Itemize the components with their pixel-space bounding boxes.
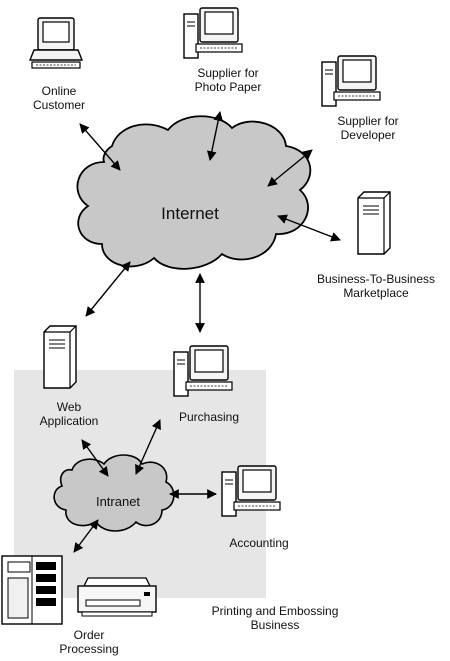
b2b-marketplace-label-line2: Marketplace xyxy=(343,286,409,300)
web-application-label-line2: Application xyxy=(39,414,99,428)
photo-paper-supplier-label-line1: Supplier for xyxy=(197,66,259,80)
b2b-marketplace-label-line1: Business-To-Business xyxy=(316,272,436,286)
online-customer-label-line2: Customer xyxy=(32,98,85,112)
business-zone-label: Printing and Embossing Business xyxy=(200,604,350,632)
accounting-label: Accounting xyxy=(229,536,289,550)
purchasing-computer-icon xyxy=(173,345,233,397)
link-web-app-internet xyxy=(85,261,131,317)
link-purchasing-intranet xyxy=(135,419,161,475)
business-zone-label-line2: Business xyxy=(250,618,300,632)
photo-paper-supplier-label-line2: Photo Paper xyxy=(194,80,262,94)
web-application-label: Web Application xyxy=(24,400,114,428)
developer-supplier-label-line1: Supplier for xyxy=(337,114,399,128)
developer-supplier-label-line2: Developer xyxy=(340,128,396,142)
online-customer-computer-icon xyxy=(29,17,83,69)
purchasing-label: Purchasing xyxy=(178,410,240,424)
order-processing-label: Order Processing xyxy=(44,628,134,656)
link-intranet-order-processing xyxy=(73,519,99,553)
online-customer-label: Online Customer xyxy=(22,84,96,112)
b2b-marketplace-label: Business-To-Business Marketplace xyxy=(306,272,446,300)
link-web-app-intranet xyxy=(81,439,109,477)
order-processing-label-line1: Order xyxy=(73,628,105,642)
web-application-server-icon xyxy=(43,325,77,389)
link-photo-paper-internet xyxy=(207,111,223,161)
link-b2b-internet xyxy=(277,214,341,242)
b2b-marketplace-server-icon xyxy=(357,191,391,255)
business-zone-label-line1: Printing and Embossing xyxy=(211,604,339,618)
printer-icon xyxy=(77,577,157,617)
link-customer-internet xyxy=(79,123,121,171)
internet-cloud xyxy=(76,115,312,270)
online-customer-label-line1: Online xyxy=(41,84,77,98)
photo-paper-supplier-computer-icon xyxy=(183,7,243,59)
developer-supplier-label: Supplier for Developer xyxy=(320,114,416,142)
photo-paper-supplier-label: Supplier for Photo Paper xyxy=(180,66,276,94)
accounting-computer-icon xyxy=(221,465,281,517)
order-processing-label-line2: Processing xyxy=(59,642,119,656)
developer-supplier-computer-icon xyxy=(321,55,381,107)
order-processing-mainframe-icon xyxy=(1,555,63,625)
web-application-label-line1: Web xyxy=(56,400,82,414)
link-developer-internet xyxy=(267,149,313,187)
intranet-label: Intranet xyxy=(95,494,141,509)
internet-label: Internet xyxy=(161,204,219,223)
